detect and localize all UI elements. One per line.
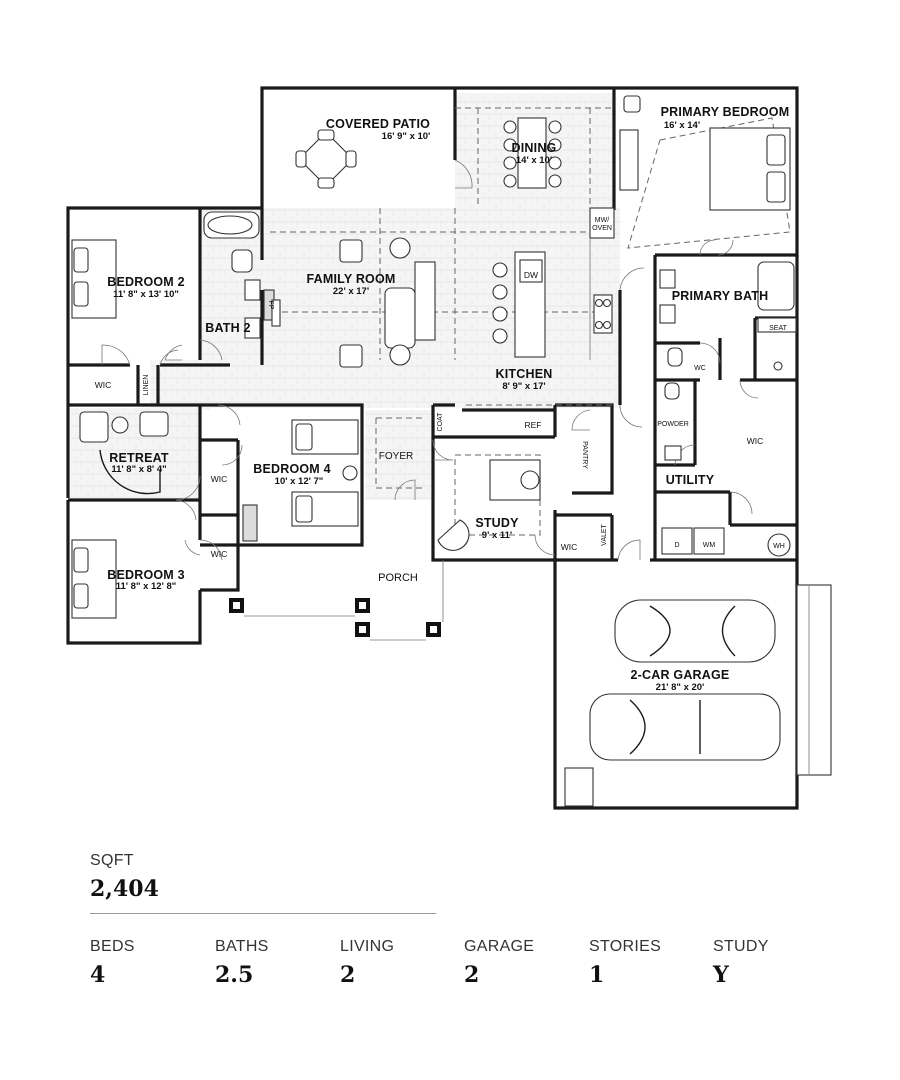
stat-living-value: 2: [340, 962, 356, 988]
stat-study: STUDY Y: [713, 938, 769, 988]
porch-posts: [229, 560, 444, 641]
label-washer: WM: [703, 542, 716, 549]
stat-baths-label: BATHS: [215, 938, 269, 955]
floor-plan: COVERED PATIO 16' 9" x 10' DINING 14' x …: [66, 86, 832, 810]
label-dryer: D: [674, 542, 679, 549]
dim-family-room: 22' x 17': [333, 286, 369, 297]
label-linen: LINEN: [143, 375, 150, 396]
study-furniture: [437, 459, 541, 551]
dim-retreat: 11' 8" x 8' 4": [111, 464, 166, 475]
stat-stories-label: STORIES: [589, 938, 662, 955]
stat-sqft: SQFT 2,404: [90, 852, 159, 902]
dim-study: 9' x 11': [482, 530, 512, 541]
garage-cars: [564, 599, 781, 807]
label-kitchen: KITCHEN: [496, 367, 553, 381]
label-wic-bedroom3: WIC: [211, 549, 228, 559]
label-seat: SEAT: [769, 325, 787, 332]
label-primary-bedroom: PRIMARY BEDROOM: [661, 105, 790, 119]
dim-bedroom-3: 11' 8" x 12' 8": [116, 581, 177, 592]
stat-beds-value: 4: [90, 962, 106, 988]
label-coat: COAT: [437, 412, 444, 432]
dim-bedroom-2: 11' 8" x 13' 10": [113, 289, 179, 300]
label-bedroom-4: BEDROOM 4: [253, 462, 331, 476]
label-wc: WC: [694, 365, 706, 372]
powder-fixtures: [664, 382, 682, 461]
label-wic-primary: WIC: [747, 436, 764, 446]
dining-table: [503, 117, 562, 189]
patio-table: [295, 129, 357, 189]
dim-bedroom-4: 10' x 12' 7": [275, 476, 324, 487]
stat-beds-label: BEDS: [90, 938, 135, 955]
stat-sqft-label: SQFT: [90, 852, 134, 869]
label-wic-study: WIC: [561, 542, 578, 552]
utility-fixtures: [661, 527, 791, 557]
stat-beds: BEDS 4: [90, 938, 135, 988]
stat-stories-value: 1: [589, 962, 605, 988]
bedroom2-bed: [71, 239, 117, 319]
bedroom4-beds: [242, 419, 359, 542]
label-oven: OVEN: [592, 225, 612, 232]
label-bedroom-3: BEDROOM 3: [107, 568, 185, 582]
sqft-divider: [90, 913, 436, 914]
label-dining: DINING: [512, 141, 557, 155]
label-retreat: RETREAT: [109, 451, 169, 465]
retreat-furniture: [79, 411, 169, 495]
label-foyer: FOYER: [379, 451, 413, 462]
family-room-furniture: [271, 237, 436, 368]
stat-living: LIVING 2: [340, 938, 394, 988]
room-labels: COVERED PATIO 16' 9" x 10' DINING 14' x …: [107, 105, 789, 693]
stat-garage: GARAGE 2: [464, 938, 534, 988]
label-garage: 2-CAR GARAGE: [631, 668, 730, 682]
stat-study-value: Y: [713, 962, 729, 988]
label-porch: PORCH: [378, 572, 418, 584]
dashed-lines: [270, 107, 791, 536]
label-family-room: FAMILY ROOM: [306, 272, 395, 286]
dim-covered-patio: 16' 9" x 10': [382, 131, 431, 142]
label-wic-bedroom2: WIC: [95, 380, 112, 390]
stat-stories: STORIES 1: [589, 938, 661, 988]
garage-door: [796, 584, 832, 776]
label-ref: REF: [525, 420, 542, 430]
label-dw: DW: [524, 270, 538, 280]
label-fp: FP: [267, 301, 274, 310]
stat-garage-value: 2: [464, 962, 480, 988]
stat-study-label: STUDY: [713, 938, 769, 955]
fixture-labels: MW/ OVEN DW FP WIC LINEN WIC WIC COAT RE…: [95, 217, 788, 559]
dim-dining: 14' x 10': [516, 155, 552, 166]
dim-garage: 21' 8" x 20': [656, 682, 705, 693]
label-utility: UTILITY: [666, 473, 715, 487]
label-valet: VALET: [601, 523, 608, 545]
stat-living-label: LIVING: [340, 938, 395, 955]
dim-kitchen: 8' 9" x 17': [502, 381, 545, 392]
label-powder: POWDER: [657, 421, 689, 428]
label-water-heater: WH: [773, 543, 785, 550]
stat-garage-label: GARAGE: [464, 938, 535, 955]
dim-primary-bedroom: 16' x 14': [664, 120, 700, 131]
label-mw: MW/: [595, 217, 609, 224]
stat-baths-value: 2.5: [215, 962, 254, 988]
label-bath-2: BATH 2: [205, 321, 250, 335]
primary-bed: [619, 95, 791, 211]
stat-sqft-value: 2,404: [90, 876, 159, 902]
kitchen-island: [492, 207, 615, 360]
label-pantry: PANTRY: [581, 441, 588, 469]
stat-baths: BATHS 2.5: [215, 938, 269, 988]
primary-bath-fixtures: [659, 261, 797, 371]
hall-floor: [150, 360, 210, 410]
bath2-fixtures: [203, 211, 275, 339]
bedroom3-bed: [71, 539, 117, 619]
label-primary-bath: PRIMARY BATH: [672, 289, 769, 303]
label-bedroom-2: BEDROOM 2: [107, 275, 185, 289]
label-wic-bedroom4: WIC: [211, 474, 228, 484]
label-study: STUDY: [475, 516, 519, 530]
label-covered-patio: COVERED PATIO: [326, 117, 430, 131]
foyer-floor: [365, 410, 435, 500]
